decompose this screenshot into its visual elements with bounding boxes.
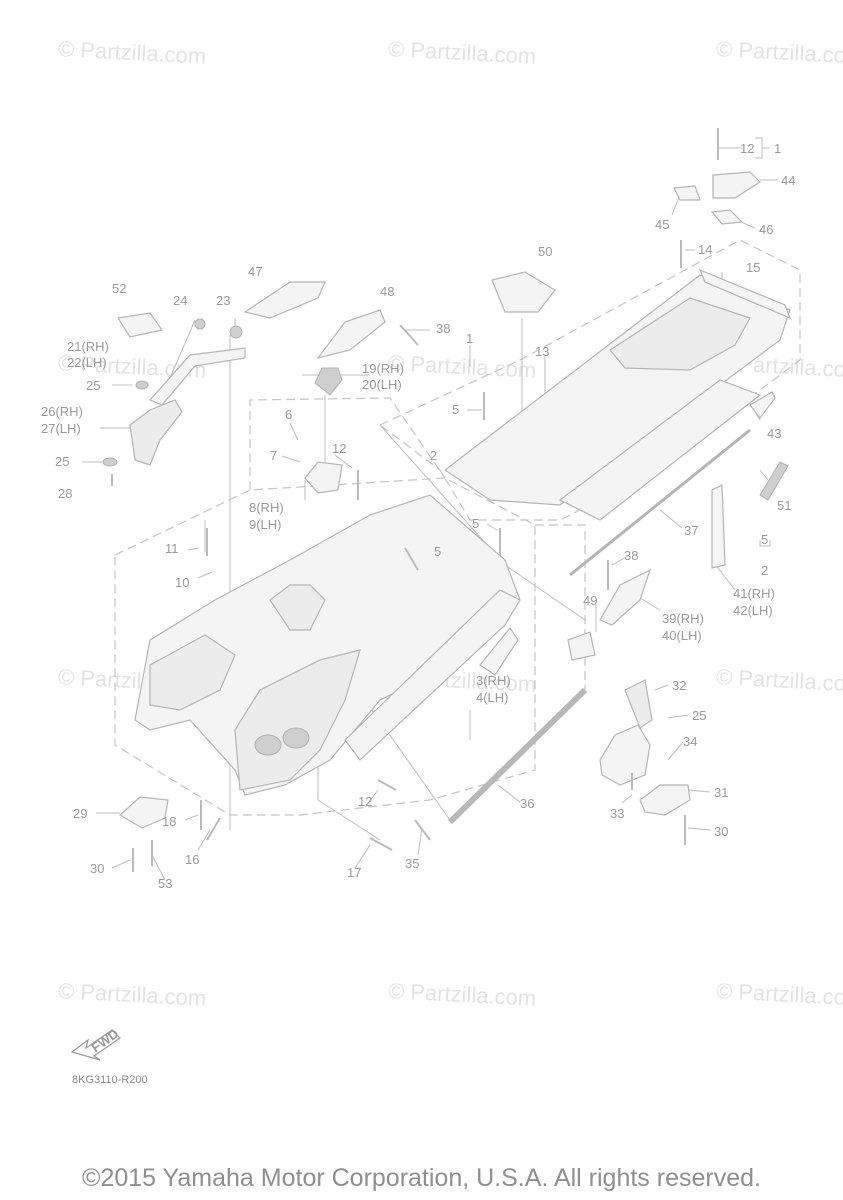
callout-39: 39(RH) [662, 611, 704, 626]
part-44-bracket [712, 171, 761, 199]
callout-25: 25 [692, 708, 706, 723]
callout-17: 17 [347, 865, 361, 880]
callout-5: 5 [761, 532, 768, 547]
callout-32: 32 [672, 678, 686, 693]
part-39-40-bracket [599, 568, 652, 626]
callout-31: 31 [714, 785, 728, 800]
callout-48: 48 [380, 284, 394, 299]
part-29-cover [118, 796, 169, 829]
callout-43: 43 [767, 426, 781, 441]
part-36-rod [447, 687, 588, 825]
part-48-pad [316, 309, 386, 359]
callout-52: 52 [112, 281, 126, 296]
callout-6: 6 [285, 407, 292, 422]
part-25-washer [102, 380, 149, 467]
callout-labels: 1 12 44 45 46 14 15 50 47 48 52 24 23 38… [41, 141, 795, 891]
callout-21: 21(RH) [67, 339, 109, 354]
callout-25: 25 [86, 378, 100, 393]
part-52-pad [117, 312, 164, 338]
fwd-arrow-icon: FWD [70, 1026, 121, 1061]
part-8-9-mount [304, 461, 343, 494]
callout-45: 45 [655, 217, 669, 232]
callout-1: 1 [774, 141, 781, 156]
callout-8: 8(RH) [249, 500, 284, 515]
callout-38: 38 [436, 321, 450, 336]
callout-12: 12 [740, 141, 754, 156]
callout-20: 20(LH) [362, 377, 402, 392]
part-51-pad [759, 461, 789, 501]
callout-47: 47 [248, 264, 262, 279]
callout-37: 37 [684, 523, 698, 538]
callout-5: 5 [452, 402, 459, 417]
callout-22: 22(LH) [67, 355, 107, 370]
part-31-cover [639, 784, 691, 816]
part-49-block [567, 631, 596, 661]
callout-3: 3(RH) [476, 673, 511, 688]
callout-42: 42(LH) [733, 603, 773, 618]
callout-9: 9(LH) [249, 517, 282, 532]
part-43-pad [749, 391, 776, 419]
callout-19: 19(RH) [362, 361, 404, 376]
callout-46: 46 [759, 222, 773, 237]
part-47-pad [243, 281, 326, 319]
callout-51: 51 [777, 498, 791, 513]
callout-16: 16 [185, 852, 199, 867]
callout-29: 29 [73, 806, 87, 821]
callout-18: 18 [162, 814, 176, 829]
callout-2: 2 [430, 448, 437, 463]
callout-11: 11 [165, 541, 179, 556]
callout-7: 7 [270, 448, 277, 463]
callout-12: 12 [332, 441, 346, 456]
callout-27: 27(LH) [41, 421, 81, 436]
callout-35: 35 [405, 856, 419, 871]
part-32-footrest [599, 679, 653, 786]
callout-30: 30 [714, 824, 728, 839]
callout-28: 28 [58, 486, 72, 501]
callout-2: 2 [761, 563, 768, 578]
copyright-notice: ©2015 Yamaha Motor Corporation, U.S.A. A… [82, 1164, 761, 1192]
callout-41: 41(RH) [733, 586, 775, 601]
part-24-bolt [194, 318, 206, 330]
callout-1: 1 [466, 331, 473, 346]
assembly-outline-seat [378, 239, 801, 521]
callout-50: 50 [538, 244, 552, 259]
fasteners [111, 128, 719, 872]
callout-25: 25 [55, 454, 69, 469]
part-19-20-cap [314, 367, 343, 396]
callout-53: 53 [158, 876, 172, 891]
rear-rail [698, 268, 792, 320]
callout-24: 24 [173, 293, 187, 308]
callout-10: 10 [175, 575, 189, 590]
part-45-pad [673, 185, 701, 201]
part-23-nut [229, 325, 243, 339]
callout-23: 23 [216, 293, 230, 308]
callout-13: 13 [535, 344, 549, 359]
callout-12: 12 [358, 794, 372, 809]
part-21-22-arm [129, 347, 246, 466]
part-50-pad [491, 271, 556, 313]
diagram-code: 8KG3110-R200 [72, 1074, 148, 1086]
callout-36: 36 [520, 796, 534, 811]
part-3-4-bracket [479, 626, 519, 676]
callout-34: 34 [683, 734, 697, 749]
seat-tunnel [443, 274, 791, 521]
part-41-42-strap [711, 484, 726, 569]
callout-5: 5 [472, 516, 479, 531]
callout-14: 14 [698, 242, 712, 257]
callout-33: 33 [610, 806, 624, 821]
callout-15: 15 [746, 260, 760, 275]
part-37-rod [569, 428, 751, 577]
callout-26: 26(RH) [41, 404, 83, 419]
callout-5: 5 [434, 544, 441, 559]
frame-chassis [134, 494, 521, 796]
callout-49: 49 [583, 593, 597, 608]
fwd-label: FWD [88, 1026, 121, 1055]
callout-4: 4(LH) [476, 690, 509, 705]
callout-40: 40(LH) [662, 628, 702, 643]
callout-30: 30 [90, 861, 104, 876]
callout-38: 38 [624, 548, 638, 563]
callout-44: 44 [781, 173, 795, 188]
part-46-pad [710, 209, 744, 225]
